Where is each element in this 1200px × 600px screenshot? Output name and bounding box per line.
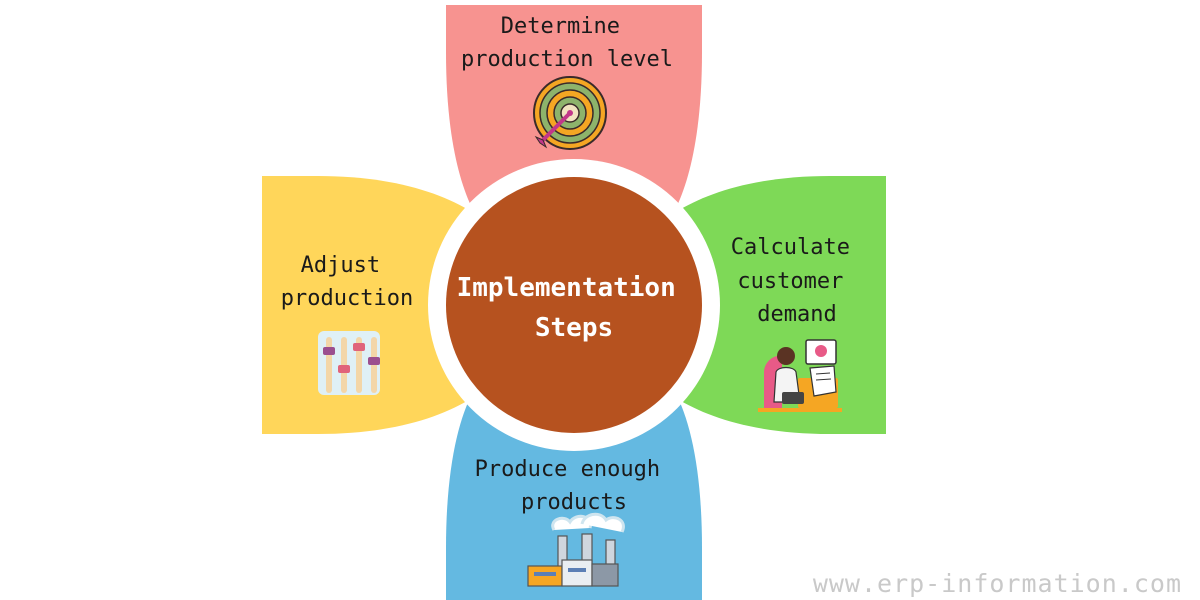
petal-bottom bbox=[446, 392, 702, 600]
right-label-line-3: demand bbox=[757, 302, 836, 327]
top-label-line-1: Determine bbox=[501, 14, 620, 39]
target-arrow-icon bbox=[533, 76, 607, 150]
center-title: Implementation Steps bbox=[457, 273, 692, 343]
top-label-line-2: production level bbox=[461, 47, 673, 72]
equalizer-sliders-icon bbox=[318, 331, 380, 395]
bottom-label-line-2: products bbox=[521, 490, 627, 515]
right-label-line-2: customer bbox=[737, 269, 843, 294]
center-ring-line bbox=[430, 161, 718, 449]
watermark: www.erp-information.com bbox=[812, 569, 1182, 598]
top-petal-label: Determine production level bbox=[461, 14, 673, 72]
right-label-line-1: Calculate bbox=[731, 235, 850, 260]
center-title-line-1: Implementation bbox=[457, 273, 676, 303]
bottom-label-line-1: Produce enough bbox=[475, 457, 660, 482]
left-petal-label: Adjust production bbox=[281, 253, 413, 311]
center-title-line-2: Steps bbox=[535, 313, 613, 343]
bottom-petal-label: Produce enough products bbox=[475, 457, 674, 515]
factory-icon bbox=[527, 512, 625, 587]
petal-left bbox=[262, 176, 472, 434]
center-circle bbox=[446, 177, 702, 433]
right-petal-label: Calculate customer demand bbox=[731, 235, 863, 327]
left-label-line-2: production bbox=[281, 286, 413, 311]
left-label-line-1: Adjust bbox=[301, 253, 380, 278]
analyst-at-desk-icon bbox=[758, 339, 842, 412]
